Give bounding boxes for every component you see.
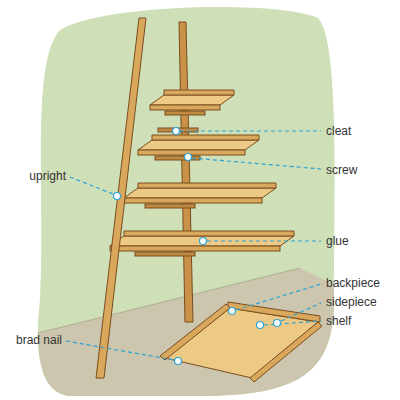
loose-shelf (160, 302, 322, 382)
leader-lines (66, 131, 321, 360)
upright (96, 18, 146, 378)
part-label: backpiece (326, 276, 380, 290)
part-label: upright (29, 169, 66, 183)
leader-dots (114, 128, 281, 365)
upright (179, 22, 193, 322)
part-label: shelf (326, 314, 351, 328)
part-label: screw (326, 163, 357, 177)
shelves (110, 90, 294, 256)
part-label: cleat (326, 124, 351, 138)
part-label: brad nail (16, 333, 62, 347)
part-label: sidepiece (326, 295, 377, 309)
part-label: glue (326, 234, 349, 248)
